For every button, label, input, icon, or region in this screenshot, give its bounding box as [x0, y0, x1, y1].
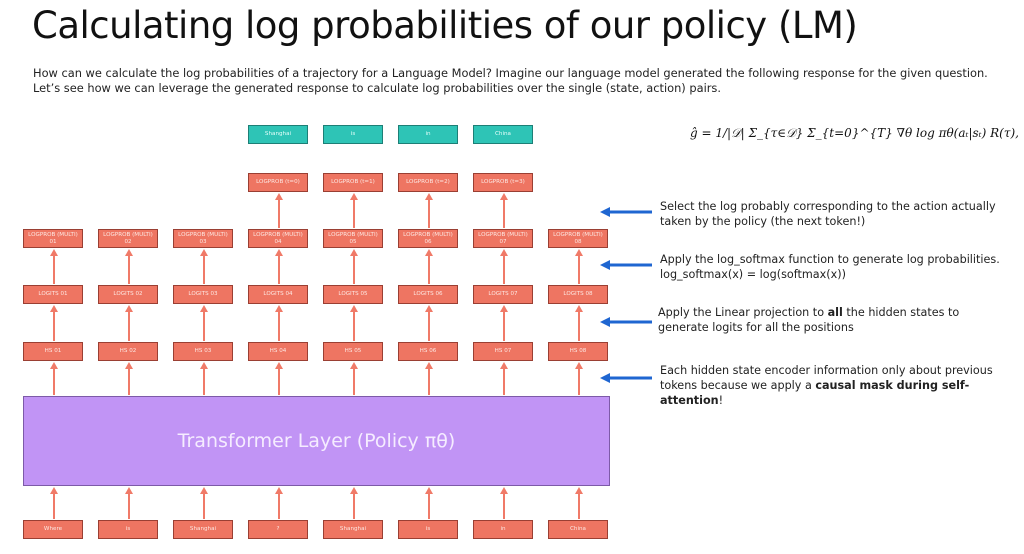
arrow-logits-to-logprob-head [200, 249, 208, 256]
arrow-select-logprob-head [425, 193, 433, 200]
arrow-hs-to-logits-head [350, 305, 358, 312]
hidden-state-box: HS 04 [248, 342, 308, 361]
target-token-box: is [323, 125, 383, 144]
logprob-selected-box: LOGPROB (t=3) [473, 173, 533, 192]
logprob-multi-box: LOGPROB (MULTI) 08 [548, 229, 608, 248]
transformer-label: Transformer Layer (Policy πθ) [177, 430, 456, 452]
arrow-logits-to-logprob-head [275, 249, 283, 256]
arrow-logits-to-logprob-head [350, 249, 358, 256]
arrow-input-to-transformer-head [275, 487, 283, 494]
note-causal-mask: Each hidden state encoder information on… [660, 363, 1000, 408]
arrow-input-to-transformer-head [350, 487, 358, 494]
hidden-state-box: HS 01 [23, 342, 83, 361]
arrow-input-to-transformer-head [125, 487, 133, 494]
arrow-transformer-to-hs-head [425, 362, 433, 369]
hidden-state-box: HS 02 [98, 342, 158, 361]
arrow-input-to-transformer-head [50, 487, 58, 494]
logprob-multi-box: LOGPROB (MULTI) 04 [248, 229, 308, 248]
target-token-box: Shanghai [248, 125, 308, 144]
arrow-hs-to-logits-head [575, 305, 583, 312]
note-log-softmax: Apply the log_softmax function to genera… [660, 253, 1000, 281]
logprob-multi-box: LOGPROB (MULTI) 05 [323, 229, 383, 248]
arrow-logits-to-logprob-head [500, 249, 508, 256]
note-arrow-head [600, 207, 610, 217]
arrow-transformer-to-hs-head [200, 362, 208, 369]
arrow-input-to-transformer-head [200, 487, 208, 494]
input-token-box: China [548, 520, 608, 539]
input-token-box: Shanghai [323, 520, 383, 539]
arrow-transformer-to-hs-head [50, 362, 58, 369]
hidden-state-box: HS 06 [398, 342, 458, 361]
arrow-logits-to-logprob-head [50, 249, 58, 256]
logprob-selected-box: LOGPROB (t=1) [323, 173, 383, 192]
note-arrow-head [600, 317, 610, 327]
transformer-layer: Transformer Layer (Policy πθ) [23, 396, 610, 486]
input-token-box: Shanghai [173, 520, 233, 539]
arrow-hs-to-logits-head [500, 305, 508, 312]
logprob-multi-box: LOGPROB (MULTI) 06 [398, 229, 458, 248]
arrow-transformer-to-hs-head [125, 362, 133, 369]
arrow-input-to-transformer-head [425, 487, 433, 494]
arrow-logits-to-logprob-head [425, 249, 433, 256]
input-token-box: ? [248, 520, 308, 539]
policy-gradient-formula: ĝ = 1/|𝒟| Σ_{τ∈𝒟} Σ_{t=0}^{T} ∇θ log πθ(… [690, 126, 1019, 140]
note-bold: all [827, 306, 843, 319]
logits-box: LOGITS 03 [173, 285, 233, 304]
logits-box: LOGITS 07 [473, 285, 533, 304]
logits-box: LOGITS 05 [323, 285, 383, 304]
arrow-logits-to-logprob-head [575, 249, 583, 256]
intro-text: How can we calculate the log probabiliti… [33, 66, 988, 95]
input-token-box: in [473, 520, 533, 539]
arrow-hs-to-logits-head [275, 305, 283, 312]
input-token-box: is [398, 520, 458, 539]
target-token-box: China [473, 125, 533, 144]
arrow-hs-to-logits-head [425, 305, 433, 312]
logits-box: LOGITS 02 [98, 285, 158, 304]
arrow-select-logprob-head [500, 193, 508, 200]
arrow-logits-to-logprob-head [125, 249, 133, 256]
note-arrow-head [600, 260, 610, 270]
hidden-state-box: HS 03 [173, 342, 233, 361]
note-linear-projection: Apply the Linear projection to all the h… [658, 305, 998, 335]
arrow-transformer-to-hs-head [350, 362, 358, 369]
input-token-box: Where [23, 520, 83, 539]
arrow-hs-to-logits-head [200, 305, 208, 312]
logits-box: LOGITS 01 [23, 285, 83, 304]
arrow-select-logprob-head [350, 193, 358, 200]
note-text: Apply the Linear projection to [658, 306, 828, 319]
note-text: Each hidden state encoder information on… [660, 364, 993, 392]
arrow-transformer-to-hs-head [575, 362, 583, 369]
note-text: ! [718, 394, 724, 407]
logprob-multi-box: LOGPROB (MULTI) 07 [473, 229, 533, 248]
note-text: the hidden states to generate logits for… [658, 306, 960, 334]
note-bold: causal mask during self-attention [660, 379, 970, 407]
arrow-transformer-to-hs-head [275, 362, 283, 369]
note-select-logprob: Select the log probably corresponding to… [660, 200, 996, 228]
logits-box: LOGITS 06 [398, 285, 458, 304]
logprob-multi-box: LOGPROB (MULTI) 03 [173, 229, 233, 248]
logprob-multi-box: LOGPROB (MULTI) 01 [23, 229, 83, 248]
hidden-state-box: HS 05 [323, 342, 383, 361]
logits-box: LOGITS 04 [248, 285, 308, 304]
input-token-box: is [98, 520, 158, 539]
arrow-hs-to-logits-head [125, 305, 133, 312]
arrow-transformer-to-hs-head [500, 362, 508, 369]
target-token-box: in [398, 125, 458, 144]
arrow-input-to-transformer-head [500, 487, 508, 494]
logits-box: LOGITS 08 [548, 285, 608, 304]
note-arrow-head [600, 373, 610, 383]
arrow-hs-to-logits-head [50, 305, 58, 312]
arrow-select-logprob-head [275, 193, 283, 200]
hidden-state-box: HS 08 [548, 342, 608, 361]
logprob-selected-box: LOGPROB (t=0) [248, 173, 308, 192]
logprob-multi-box: LOGPROB (MULTI) 02 [98, 229, 158, 248]
slide-title: Calculating log probabilities of our pol… [32, 4, 858, 47]
arrow-input-to-transformer-head [575, 487, 583, 494]
logprob-selected-box: LOGPROB (t=2) [398, 173, 458, 192]
hidden-state-box: HS 07 [473, 342, 533, 361]
